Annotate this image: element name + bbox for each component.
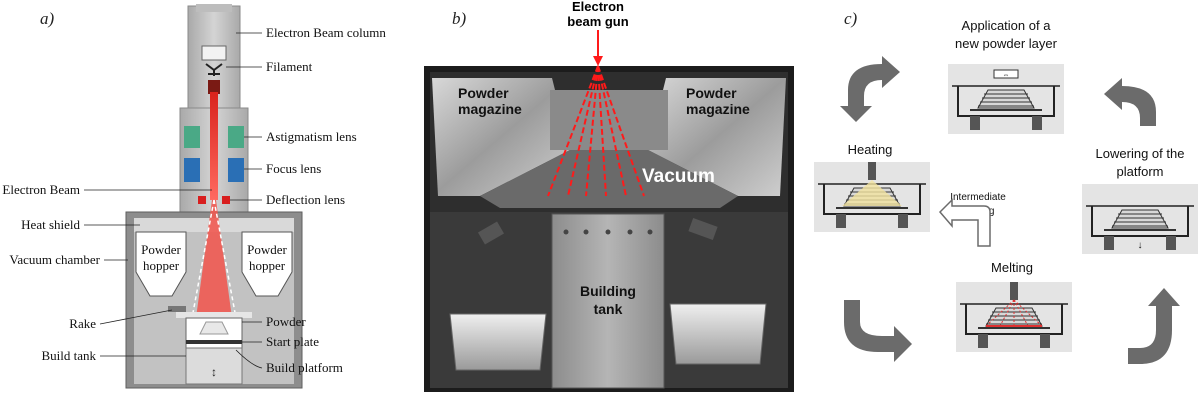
filament-icon [205,63,223,76]
step-lowering-label-2: platform [1117,164,1164,179]
tank-label-1: Building [580,283,636,299]
step-lowering-label-1: Lowering of the [1096,146,1185,161]
label-powder: Powder [266,314,306,329]
hopper-left-label-2: hopper [143,258,180,273]
label-heat-shield: Heat shield [21,217,80,232]
cycle-arrow-bottomleft-icon [844,300,912,362]
vacuum-label: Vacuum [642,166,715,187]
label-start-plate: Start plate [266,334,319,349]
label-vacuum-chamber: Vacuum chamber [9,252,100,267]
focus-lens-left [184,158,200,182]
machine-photo-illustration: b) Electron beam gun Powder magazine Pow… [424,0,794,392]
powder-tray-right [669,303,767,365]
step-application-figure: ⇔ [947,63,1065,135]
label-build-platform: Build platform [266,360,343,375]
hopper-right-label-1: Powder [247,242,287,257]
powder-hopper-right [241,231,293,297]
panel-c-label: c) [844,9,858,28]
label-build-tank: Build tank [41,348,96,363]
start-plate [186,340,242,344]
magazine-left-label-1: Powder [458,85,509,101]
hopper-right-label-2: hopper [249,258,286,273]
panel-b-label: b) [452,9,467,28]
panel-a-ebm-schematic: a) Powder hopper Powder hopper ↕ [0,0,420,400]
hopper-left-label-1: Powder [141,242,181,257]
gun-label-1: Electron [572,0,624,14]
magazine-right-label-1: Powder [686,85,737,101]
sensor-left [477,221,505,245]
powder-tray-left [449,313,547,371]
building-tank [551,213,665,389]
built-part [199,321,229,335]
step-heating-figure [813,161,931,233]
tank-bolts [563,229,653,235]
astigmatism-lens-left [184,126,200,148]
label-astigmatism: Astigmatism lens [266,129,357,144]
magazine-left-label-2: magazine [458,101,522,117]
powder-magazine-right [648,78,786,196]
step-application-label-1: Application of a [962,18,1052,33]
sensor-right [688,217,718,241]
leader-lines [84,32,263,369]
platform-motion-icon: ↕ [211,365,217,379]
intermediate-arrow-icon [938,198,991,247]
electron-beam [210,92,218,200]
deflection-lens-left [198,196,206,204]
ebm-schematic-diagram: a) Powder hopper Powder hopper ↕ [2,4,386,389]
label-rake: Rake [69,316,96,331]
step-heating-label: Heating [848,142,893,157]
cycle-arrow-topleft-icon [840,56,900,122]
svg-text:⇔: ⇔ [1003,72,1010,79]
gun-arrow-head [593,56,603,66]
label-deflection: Deflection lens [266,192,345,207]
label-column: Electron Beam column [266,25,386,40]
tank-label-2: tank [594,301,623,317]
cycle-arrow-topright-icon [1104,78,1156,126]
magazine-right-label-2: magazine [686,101,750,117]
powder-bed-top [176,312,252,318]
step-application-label-2: new powder layer [955,36,1058,51]
focus-lens-right [228,158,244,182]
process-cycle-diagram: c) Application of a new powder layer ⇔ L… [813,9,1199,364]
filament-holder [201,45,227,61]
panel-a-label: a) [40,9,55,28]
beam-deflection-left [191,199,215,319]
rake [168,306,186,312]
step-lowering-figure: ↓ [1081,183,1199,255]
svg-text:↓: ↓ [1138,240,1143,251]
step-melting-figure [955,281,1073,353]
deflection-lens-right [222,196,230,204]
electron-beam-rays [547,65,645,197]
electron-beam-cone [196,200,232,318]
cathode [208,80,220,94]
astigmatism-lens-right [228,126,244,148]
chamber-floor [480,150,738,208]
label-electron-beam: Electron Beam [2,182,80,197]
step-melting-label: Melting [991,260,1033,275]
panel-b-machine-photo: b) Electron beam gun Powder magazine Pow… [420,0,800,400]
cycle-arrow-bottomright-icon [1128,288,1180,364]
label-filament: Filament [266,59,313,74]
column-cap [196,4,232,12]
powder-magazine-left [432,78,570,196]
gun-label-2: beam gun [567,14,628,29]
label-focus: Focus lens [266,161,321,176]
panel-c-process-cycle: c) Application of a new powder layer ⇔ L… [800,0,1200,400]
step-intermediate-label-1: Intermediate [950,192,1006,203]
beam-deflection-right [213,199,237,319]
build-tank [185,347,243,385]
powder-hopper-left [135,231,187,297]
